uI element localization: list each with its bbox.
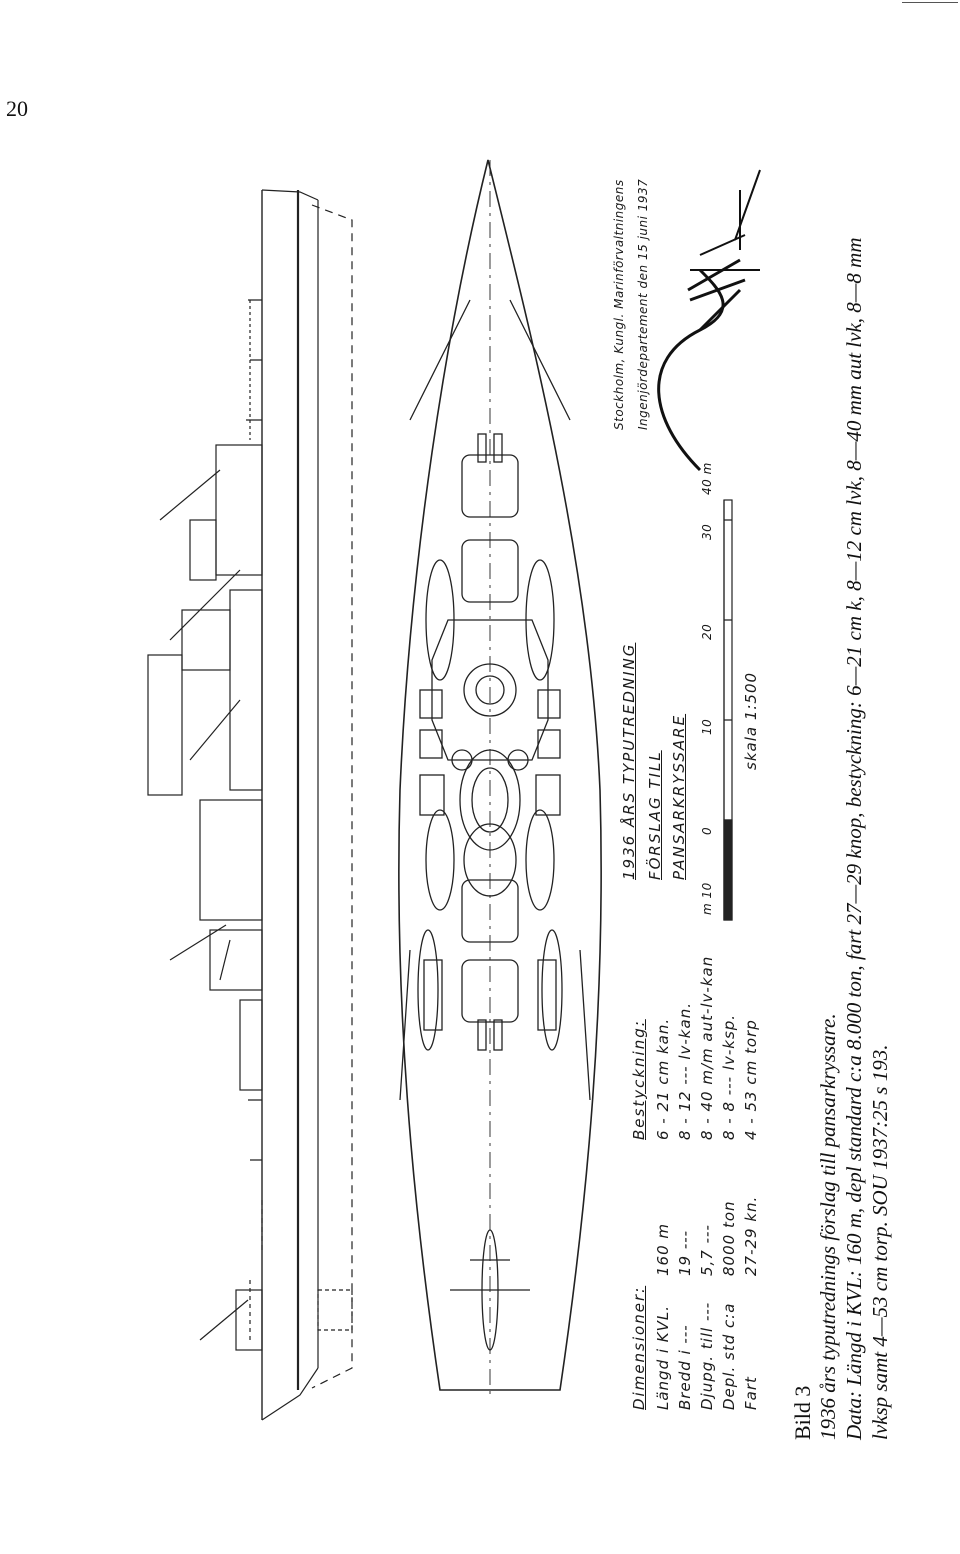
title-line-1: 1936 ÅRS TYPUTREDNING [620, 642, 638, 880]
scale-unit-left: m 10 [700, 882, 714, 915]
dimension-label-5: Fart [742, 1376, 760, 1410]
armament-heading: Bestyckning: [630, 1019, 648, 1140]
scale-bar [723, 499, 733, 921]
armament-row-1: 6 - 21 cm kan. [654, 1017, 672, 1140]
scale-tick-30: 30 [700, 523, 714, 540]
title-line-3: PANSARKRYSSARE [670, 713, 688, 880]
signature-line-1: Stockholm, Kungl. Marinförvaltningens [612, 179, 626, 430]
caption-line-1: 1936 års typutrednings förslag till pans… [816, 1013, 840, 1440]
scale-tick-20: 20 [700, 623, 714, 640]
title-line-2: FÖRSLAG TILL [646, 750, 664, 880]
dimension-label-2: Bredd i --- [676, 1324, 694, 1410]
scale-tick-40: 40 m [700, 462, 714, 495]
armament-row-5: 4 - 53 cm torp [742, 1019, 760, 1140]
signature-image [657, 169, 761, 472]
plan-view [398, 159, 602, 1400]
dimension-value-1: 160 m [654, 1222, 672, 1276]
signature-line-2: Ingenjördepartement den 15 juni 1937 [636, 178, 650, 430]
scale-tick-0: 0 [700, 826, 714, 835]
caption-label: Bild 3 [790, 1385, 815, 1440]
armament-row-4: 8 - 8 --- lv-ksp. [720, 1013, 738, 1140]
page-number: 20 [6, 96, 28, 121]
armament-row-3: 8 - 40 m/m aut-lv-kan [698, 955, 716, 1140]
scale-tick-10: 10 [700, 718, 714, 735]
dimension-value-2: 19 --- [676, 1229, 694, 1276]
dimension-value-3: 5,7 --- [698, 1224, 716, 1276]
dimension-value-5: 27-29 kn. [742, 1195, 760, 1276]
dimension-label-4: Depl. std c:a [720, 1302, 738, 1410]
dimensions-heading: Dimensioner: [630, 1285, 648, 1410]
caption-line-2: Data: Längd i KVL: 160 m, depl standard … [842, 237, 866, 1440]
dimension-label-3: Djupg. till --- [698, 1301, 716, 1410]
dimension-label-1: Längd i KVL. [654, 1304, 672, 1410]
scale-label: skala 1:500 [742, 671, 760, 770]
top-rule [902, 2, 958, 3]
armament-row-2: 8 - 12 --- lv-kan. [676, 1002, 694, 1140]
caption-line-3: lvksp samt 4—53 cm torp. SOU 1937:25 s 1… [868, 1044, 892, 1440]
dimension-value-4: 8000 ton [720, 1200, 738, 1276]
side-elevation [147, 189, 353, 1421]
